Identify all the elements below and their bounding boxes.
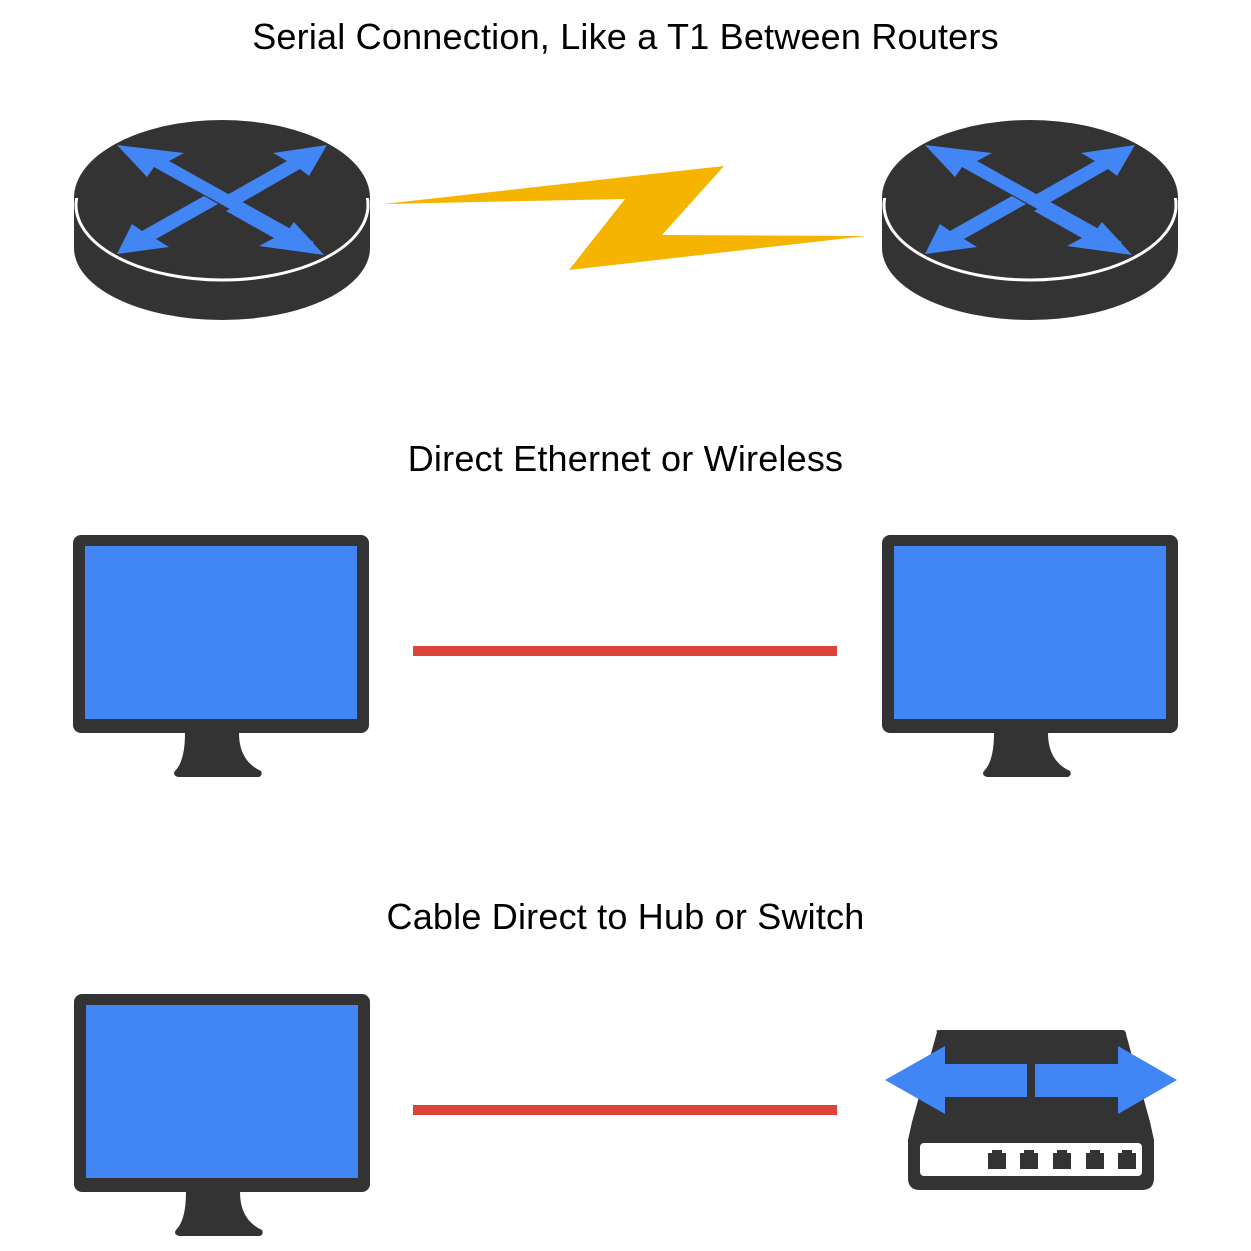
left-arrow-icon bbox=[885, 1046, 1027, 1114]
serial-link-lightning-bolt bbox=[383, 166, 866, 270]
switch bbox=[885, 1030, 1177, 1190]
section-title-serial: Serial Connection, Like a T1 Between Rou… bbox=[252, 16, 999, 57]
right-arrow-icon bbox=[1035, 1046, 1177, 1114]
switch-port bbox=[1086, 1150, 1104, 1169]
router-left bbox=[74, 120, 370, 320]
switch-port bbox=[1118, 1150, 1136, 1169]
ethernet-link-line bbox=[413, 646, 837, 656]
hub-link-line bbox=[413, 1105, 837, 1115]
section-title-direct-ethernet: Direct Ethernet or Wireless bbox=[407, 438, 844, 479]
section-title-hub-switch: Cable Direct to Hub or Switch bbox=[386, 896, 865, 937]
router-icon bbox=[74, 120, 370, 320]
router-right bbox=[882, 120, 1178, 320]
switch-ports bbox=[988, 1150, 1136, 1169]
monitor-icon bbox=[74, 994, 370, 1236]
monitor-icon bbox=[73, 535, 369, 777]
switch-port bbox=[1053, 1150, 1071, 1169]
computer-bottom bbox=[74, 994, 370, 1236]
switch-port bbox=[988, 1150, 1006, 1169]
router-icon bbox=[882, 120, 1178, 320]
computer-right bbox=[882, 535, 1178, 777]
computer-left bbox=[73, 535, 369, 777]
switch-port bbox=[1020, 1150, 1038, 1169]
monitor-icon bbox=[882, 535, 1178, 777]
